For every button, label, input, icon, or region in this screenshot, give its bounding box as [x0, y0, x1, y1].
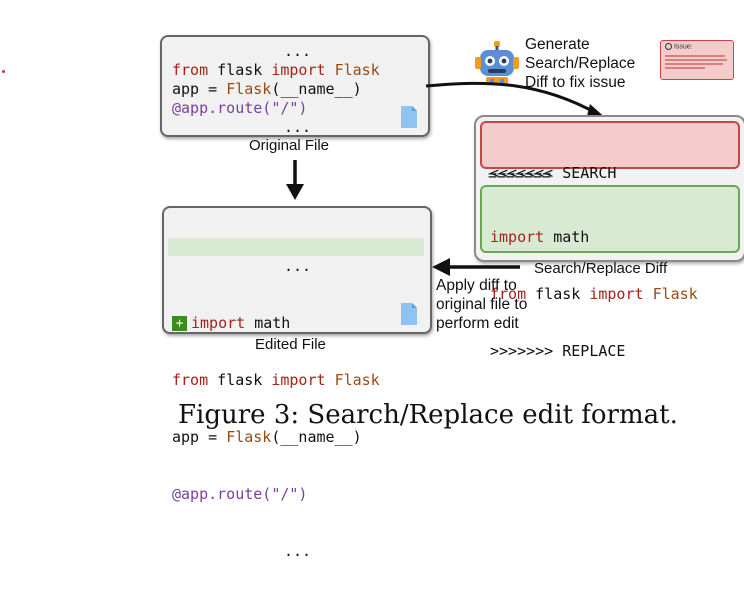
replace-code: import math from flask import Flask >>>>…: [490, 190, 698, 399]
edited-line-0: ...: [172, 257, 380, 276]
diff-caption: Search/Replace Diff: [534, 260, 668, 277]
added-line-highlight: [168, 238, 424, 256]
code-token: flask: [208, 61, 272, 79]
code-token: app =: [172, 428, 227, 446]
issue-card: Issue:: [660, 40, 734, 80]
down-arrow: [286, 160, 304, 200]
file-icon: [401, 106, 417, 128]
code-line: app = Flask(__name__): [172, 80, 380, 99]
code-token: [644, 285, 653, 303]
plus-marker-icon: +: [172, 316, 187, 331]
edited-line-5: ...: [172, 542, 380, 561]
code-token: from: [172, 61, 209, 79]
code-token: import: [191, 314, 246, 332]
code-token: [326, 371, 335, 389]
code-token: Flask: [334, 61, 380, 79]
code-token: (__name__): [271, 80, 362, 98]
replace-line-0: import math: [490, 228, 698, 247]
code-line: @app.route("/"): [172, 99, 380, 118]
code-token: app =: [172, 80, 227, 98]
code-token: import: [490, 228, 545, 246]
code-token: import: [589, 285, 644, 303]
original-file-caption: Original File: [249, 137, 330, 154]
code-token: ...: [284, 542, 312, 560]
generate-label: Generate Search/Replace Diff to fix issu…: [525, 36, 636, 91]
code-token: flask: [526, 285, 590, 303]
code-token: Flask: [652, 285, 698, 303]
code-token: from: [490, 285, 527, 303]
figure-caption: Figure 3: Search/Replace edit format.: [178, 400, 678, 430]
search-section: <<<<<<< SEARCH from flask import Flask: [480, 121, 740, 239]
replace-line-1: from flask import Flask: [490, 285, 698, 304]
code-token: math: [544, 228, 590, 246]
diff-divider: =======: [488, 166, 552, 184]
left-arrow: [432, 258, 520, 276]
replace-section: import math from flask import Flask >>>>…: [480, 185, 740, 360]
code-line: ...: [172, 118, 380, 137]
issue-icon: [665, 43, 672, 50]
edited-line-4: @app.route("/"): [172, 485, 380, 504]
red-dot-mark: [2, 70, 5, 73]
robot-icon: [475, 41, 519, 85]
code-token: (__name__): [271, 428, 362, 446]
issue-title: Issue:: [665, 43, 693, 50]
code-token: ...: [284, 42, 312, 60]
code-token: import: [271, 371, 326, 389]
edited-file-box: ... + import math from flask import Flask…: [162, 206, 432, 560]
code-token: from: [172, 371, 209, 389]
file-icon: [401, 303, 417, 325]
code-token: math: [245, 314, 291, 332]
code-line: from flask import Flask: [172, 61, 380, 80]
code-token: Flask: [226, 428, 272, 446]
edited-file-caption: Edited File: [255, 336, 326, 353]
code-token: ...: [284, 257, 312, 275]
replace-footer: >>>>>>> REPLACE: [490, 342, 626, 360]
code-token: ...: [284, 118, 312, 136]
search-header: <<<<<<< SEARCH: [490, 164, 617, 182]
edited-line-2: from flask import Flask: [172, 371, 380, 390]
code-token: [326, 61, 335, 79]
search-replace-diff-box: <<<<<<< SEARCH from flask import Flask =…: [474, 115, 744, 360]
code-line: ...: [172, 42, 380, 61]
code-token: @app.route("/"): [172, 485, 308, 503]
edited-line-3: app = Flask(__name__): [172, 428, 380, 447]
code-token: flask: [208, 371, 272, 389]
issue-body-text: [665, 55, 727, 69]
code-token: Flask: [334, 371, 380, 389]
code-token: @app.route("/"): [172, 99, 308, 117]
code-token: import: [271, 61, 326, 79]
edited-line-added: + import math: [172, 314, 380, 333]
apply-label: Apply diff to original file to perform e…: [436, 277, 528, 332]
code-token: Flask: [226, 80, 272, 98]
